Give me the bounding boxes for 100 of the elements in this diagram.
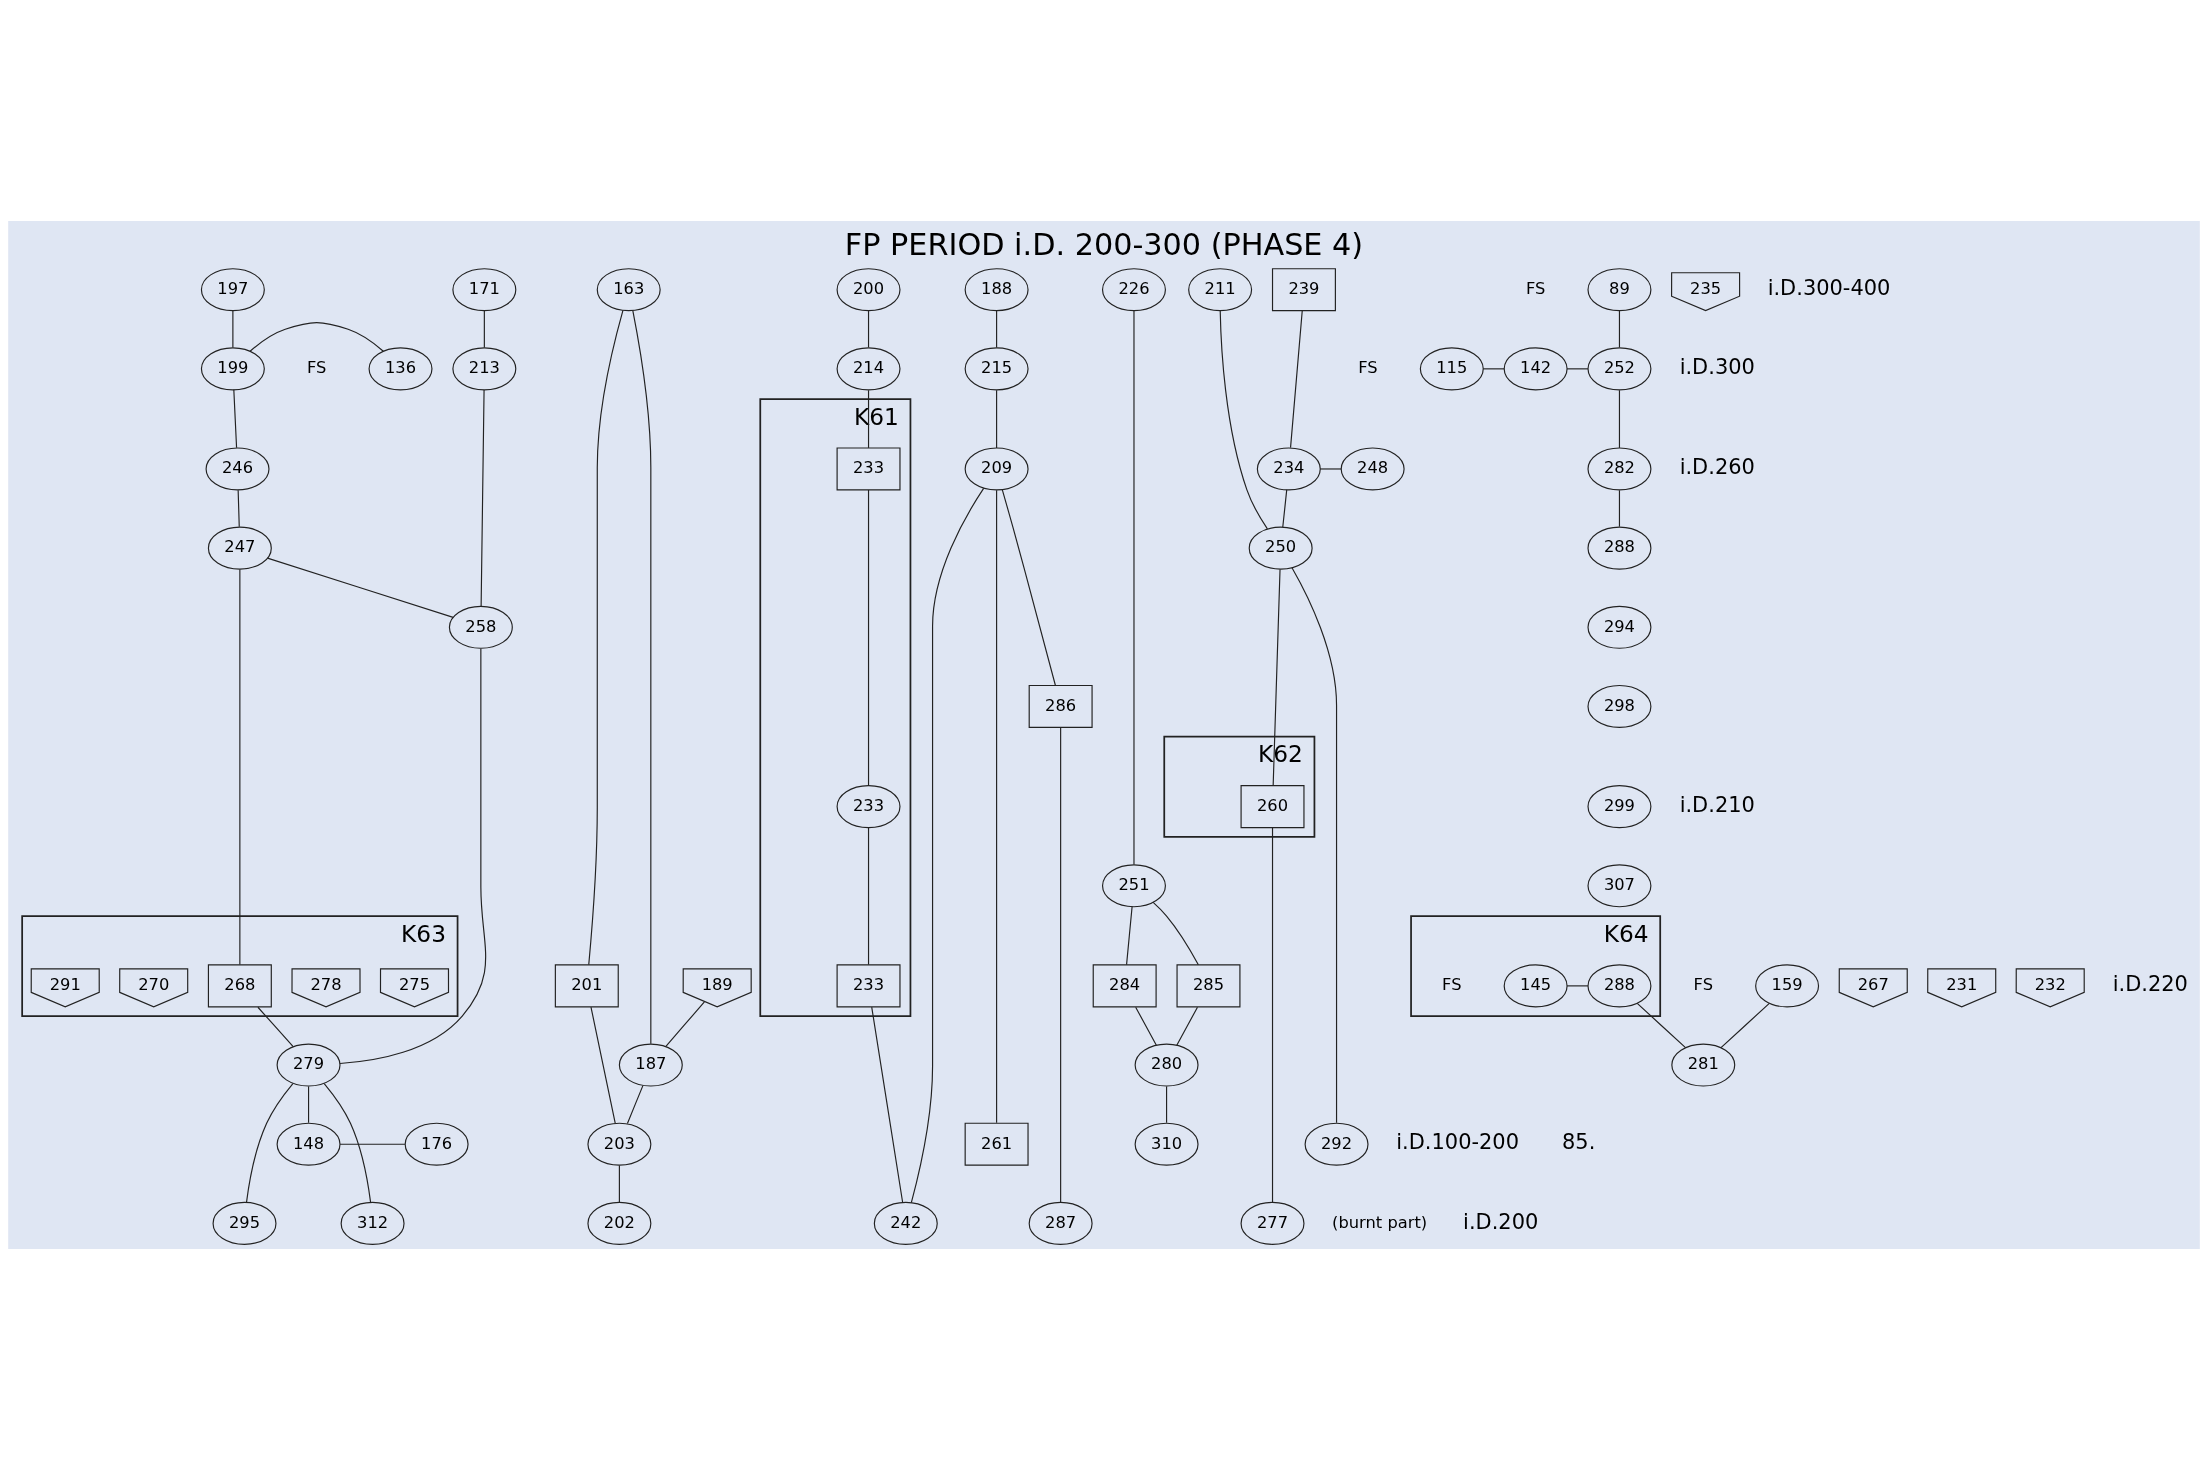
node-ellipse: 307 [1587, 863, 1652, 907]
node-ellipse: 163 [596, 267, 661, 311]
node-ellipse: 213 [452, 346, 517, 390]
node-ellipse: 171 [452, 267, 517, 311]
connector [867, 826, 870, 965]
connector [590, 1006, 616, 1124]
node-ellipse: 159 [1755, 963, 1820, 1007]
connector [1618, 309, 1621, 348]
connector [1126, 905, 1133, 965]
node-ellipse: 251 [1101, 863, 1166, 907]
node-ellipse: 209 [964, 446, 1029, 490]
connector [867, 489, 870, 786]
node-ellipse: 281 [1671, 1043, 1736, 1087]
connector [1482, 367, 1505, 369]
node-ellipse: 250 [1248, 526, 1313, 570]
node-box: 260 [1240, 784, 1305, 828]
connector [483, 309, 485, 348]
connector [1272, 568, 1281, 786]
node-ellipse: 252 [1587, 346, 1652, 390]
node-ellipse: 176 [404, 1122, 469, 1166]
connector [339, 647, 487, 1064]
node-ellipse: 258 [448, 605, 513, 649]
connector [1618, 489, 1621, 527]
connector [233, 388, 238, 448]
label: i.D.200 [1463, 1209, 1539, 1234]
node-label: FS [1442, 974, 1462, 994]
node-box: 284 [1092, 963, 1157, 1007]
connector [910, 487, 985, 1203]
node-ellipse: 280 [1134, 1043, 1199, 1087]
connector [339, 1143, 406, 1145]
connector [626, 1084, 644, 1124]
label: i.D.300-400 [1767, 275, 1891, 300]
node-ellipse: 148 [276, 1122, 341, 1166]
connector [618, 1164, 620, 1202]
connector [1060, 726, 1062, 1203]
node-ellipse: 288 [1587, 526, 1652, 570]
node-ellipse: 211 [1188, 267, 1253, 311]
node-ellipse: 234 [1256, 446, 1321, 490]
connector [480, 389, 485, 607]
node-label: FS [1693, 974, 1713, 994]
node-ellipse: 188 [964, 267, 1029, 311]
node-label: FS [306, 357, 327, 377]
connector [867, 309, 870, 348]
node-ellipse: 200 [836, 267, 901, 311]
node-box: 201 [554, 963, 619, 1007]
label: i.D.210 [1679, 792, 1755, 817]
connector [323, 1082, 372, 1203]
connector [1219, 309, 1268, 529]
connector [1271, 826, 1274, 1203]
connector [871, 1006, 904, 1203]
node-ellipse: 246 [205, 446, 270, 490]
node-ellipse: 310 [1134, 1122, 1199, 1166]
connector [1135, 1006, 1157, 1046]
connector [1636, 1002, 1687, 1048]
node-ellipse: 197 [200, 267, 265, 311]
node-ellipse: 203 [587, 1122, 652, 1166]
connector [239, 568, 241, 965]
connector [266, 557, 454, 618]
connector [1618, 389, 1621, 448]
connector [588, 309, 624, 965]
connector [1291, 566, 1338, 1123]
node-ellipse: 282 [1587, 446, 1652, 490]
node-ellipse: 312 [340, 1201, 405, 1245]
connector [257, 1006, 294, 1047]
node-ellipse: 292 [1304, 1122, 1369, 1166]
node-ellipse: 279 [276, 1043, 341, 1087]
node-ellipse: 295 [212, 1201, 277, 1245]
connector [1166, 1085, 1168, 1123]
node-ellipse: 115 [1419, 346, 1484, 390]
node-box: 285 [1176, 963, 1241, 1007]
connector [665, 1000, 705, 1047]
node-ellipse: 298 [1587, 684, 1652, 728]
label: i.D.220 [2112, 971, 2188, 996]
label: i.D.100-200 [1396, 1129, 1519, 1154]
node-box: 239 [1271, 267, 1336, 311]
node-box: 233 [836, 963, 901, 1007]
node-box: 233 [836, 446, 901, 490]
node-box: 286 [1028, 684, 1093, 728]
node-ellipse: 288 [1587, 963, 1652, 1007]
node-ellipse: 242 [873, 1201, 938, 1245]
node-ellipse: 142 [1503, 346, 1568, 390]
node-ellipse: 226 [1101, 267, 1166, 311]
node-box: 261 [964, 1122, 1029, 1166]
node-ellipse: 247 [207, 526, 272, 570]
node-box: 268 [207, 963, 272, 1007]
connector [232, 309, 234, 348]
connector [996, 309, 998, 348]
node-ellipse: 136 [368, 346, 433, 390]
connector [996, 389, 998, 448]
node-ellipse: 287 [1028, 1201, 1093, 1245]
node-label: (burnt part) [1332, 1212, 1428, 1232]
connector [1152, 901, 1199, 965]
connector [1566, 367, 1589, 369]
node-ellipse: 145 [1503, 963, 1568, 1007]
connector [1289, 309, 1303, 448]
node-ellipse: 294 [1587, 605, 1652, 649]
connector [307, 1085, 310, 1123]
node-ellipse: 199 [200, 346, 265, 390]
label: 85. [1562, 1129, 1596, 1154]
connector [1001, 488, 1056, 686]
